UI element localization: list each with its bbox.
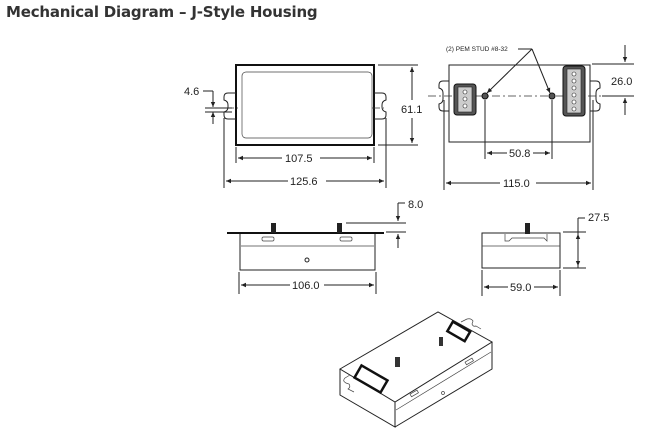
mount-tab-right	[374, 92, 387, 120]
page-title: Mechanical Diagram – J-Style Housing	[6, 3, 318, 21]
isometric-view	[339, 311, 493, 428]
dim-stud-offset: 26.0	[611, 76, 632, 88]
pem-stud	[439, 337, 443, 346]
dim-overall-width: 125.6	[290, 176, 318, 188]
iso-left-face	[339, 369, 396, 428]
pem-stud	[481, 92, 489, 100]
mount-tab-left	[223, 92, 236, 120]
dim-tab-hole: 4.6	[184, 86, 199, 98]
housing-inner	[241, 71, 373, 139]
iso-front-face	[394, 342, 493, 428]
dim-height: 27.5	[588, 212, 609, 224]
iso-connector-opening	[352, 363, 390, 395]
side-view: 8.0 106.0	[227, 199, 423, 294]
dim-stud-height: 8.0	[408, 199, 423, 211]
pem-stud	[337, 223, 342, 233]
pem-stud	[271, 223, 276, 233]
dim-body-width: 107.5	[285, 153, 313, 165]
housing-outline	[235, 64, 375, 146]
iso-connector-opening	[445, 319, 472, 343]
iso-top-face	[339, 311, 493, 403]
dim-stud-spacing: 50.8	[509, 148, 530, 160]
stud-note: (2) PEM STUD #8-32	[446, 46, 508, 53]
bottom-view: (2) PEM STUD #8-32 26.0 50.8 115.0	[428, 45, 634, 190]
pem-stud	[395, 357, 400, 367]
dim-width: 59.0	[510, 282, 531, 294]
dim-height: 61.1	[401, 104, 422, 116]
housing-body	[481, 232, 561, 269]
housing-body	[239, 234, 376, 271]
dim-length: 106.0	[292, 280, 320, 292]
top-view: 4.6 61.1 107.5 125.6	[184, 64, 422, 188]
pem-stud	[525, 223, 530, 234]
housing-outline	[448, 64, 591, 143]
pem-stud	[548, 92, 556, 100]
end-view: 27.5 59.0	[481, 212, 609, 296]
dim-overall-width: 115.0	[503, 178, 530, 190]
